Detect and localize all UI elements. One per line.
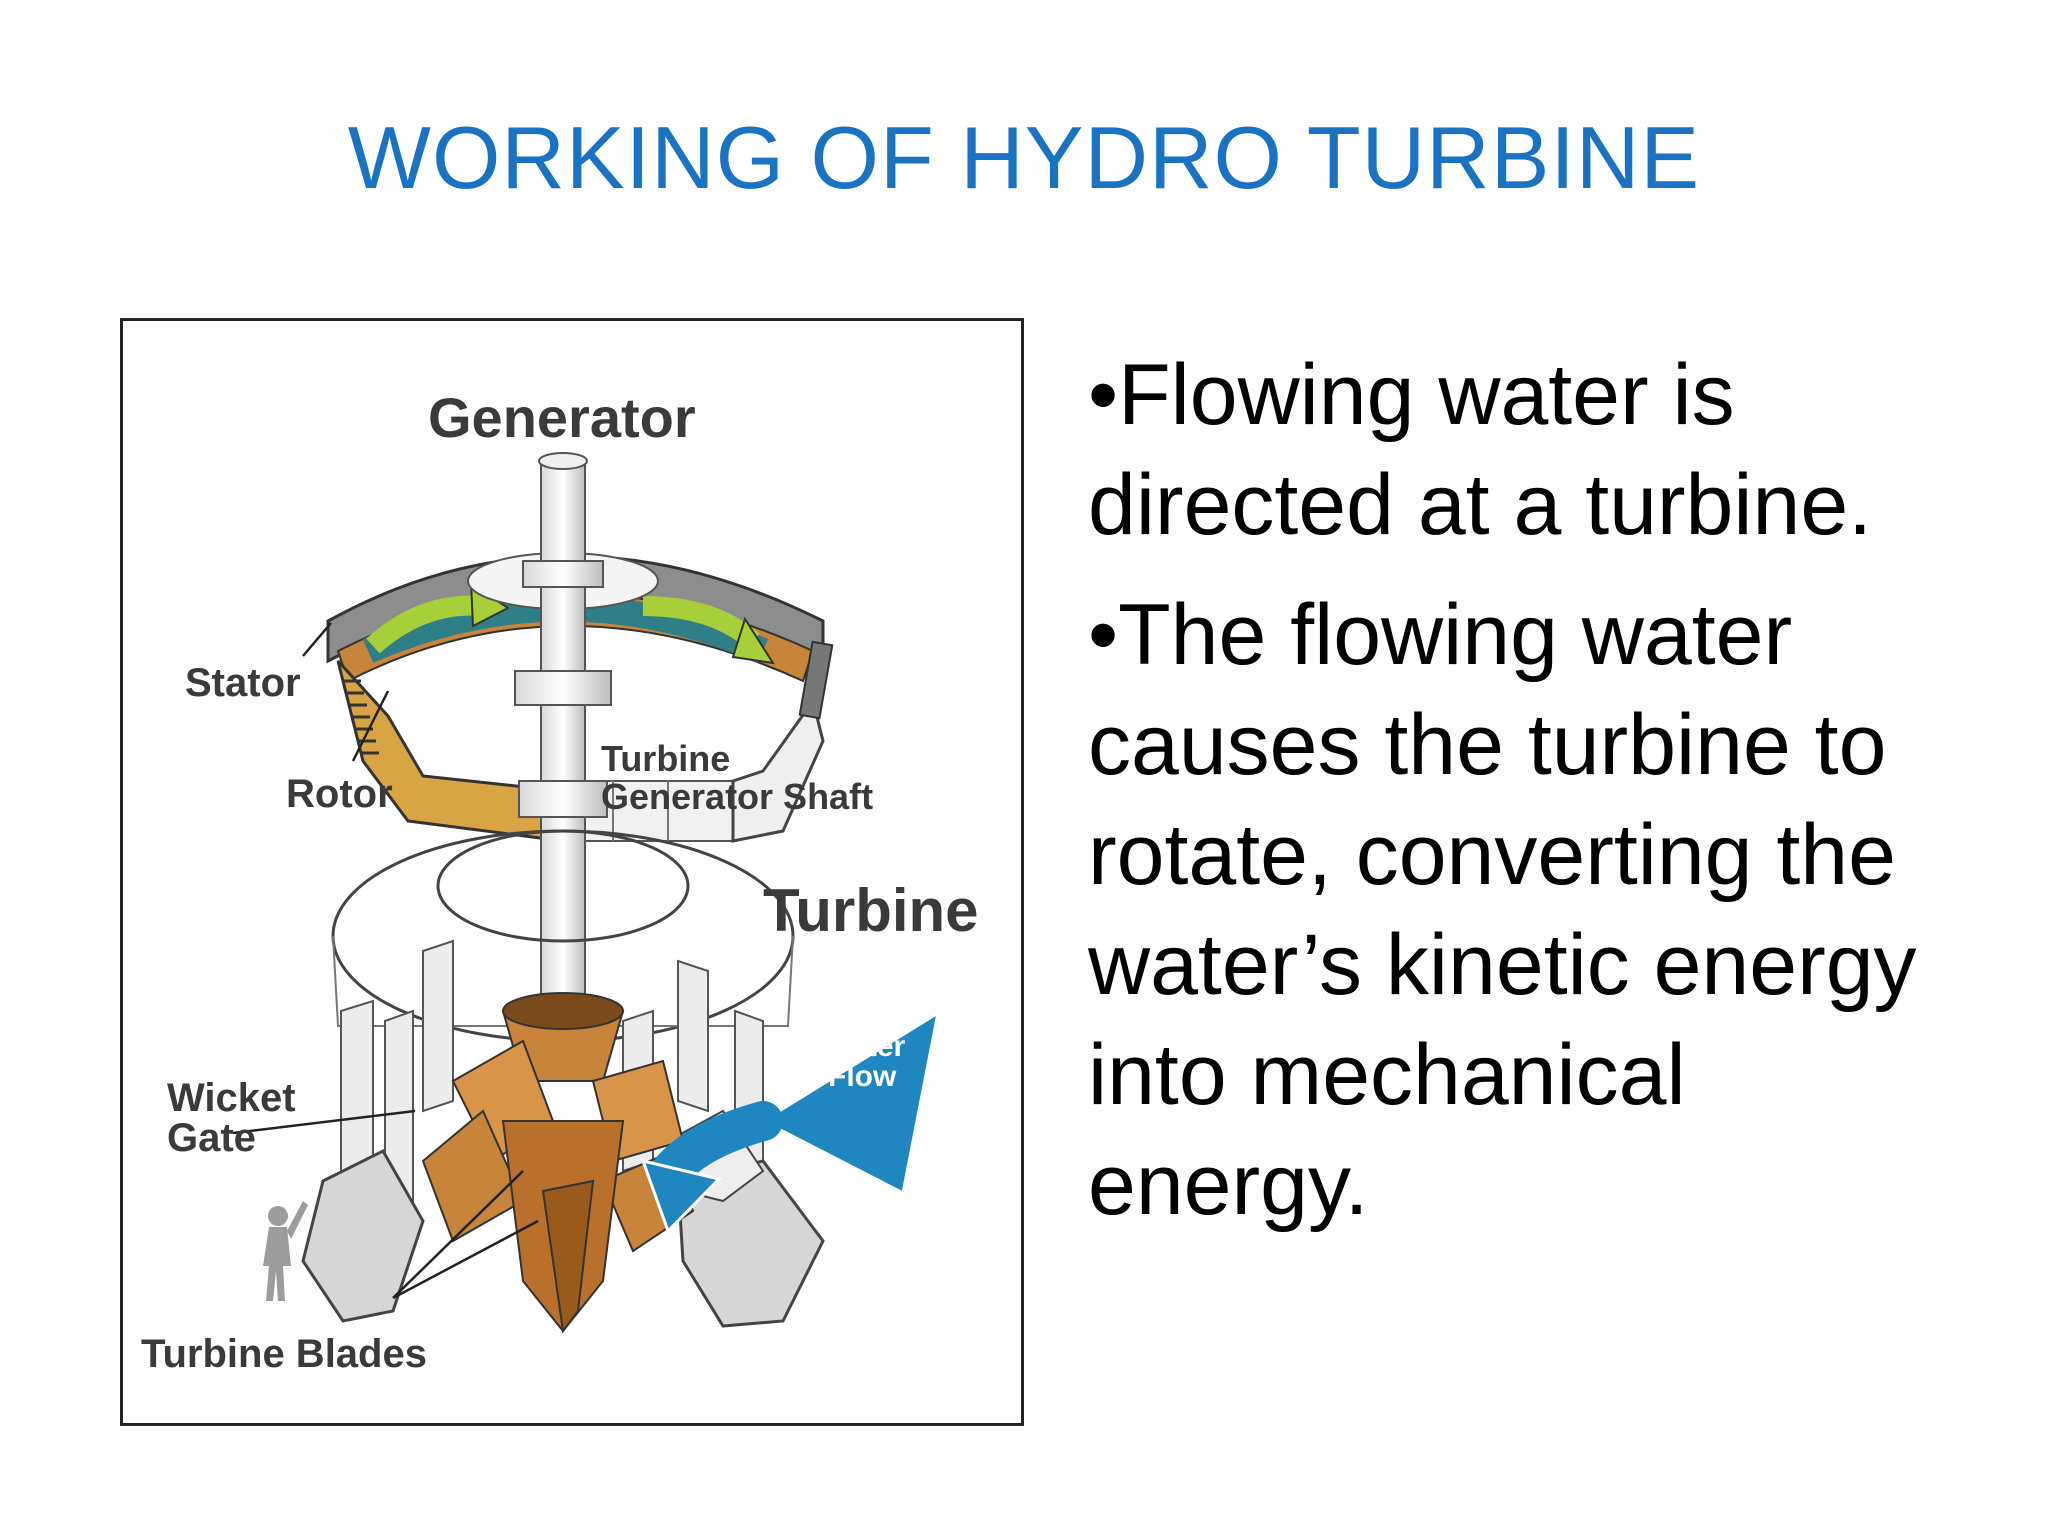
hydro-turbine-diagram: Generator Stator Rotor Turbine Generator… bbox=[120, 318, 1024, 1426]
slide-title: WORKING OF HYDRO TURBINE bbox=[347, 108, 1701, 207]
wicket-gate-label-line1: Wicket bbox=[167, 1076, 296, 1120]
leader-lines bbox=[232, 622, 539, 1300]
person-silhouette-icon bbox=[263, 1201, 308, 1301]
water-flow-label-line2: Flow bbox=[828, 1060, 897, 1093]
rotor-label: Rotor bbox=[286, 772, 393, 816]
generator-label: Generator bbox=[428, 386, 696, 449]
diagram-illustration: Generator Stator Rotor Turbine Generator… bbox=[141, 386, 979, 1376]
water-flow-arrow bbox=[640, 1009, 941, 1234]
shaft-label-line2: Generator Shaft bbox=[601, 776, 873, 817]
turbine-blades-label: Turbine Blades bbox=[141, 1332, 427, 1376]
bullet-item: •Flowing water is directed at a turbine. bbox=[1088, 347, 1873, 553]
bullet-item: •The flowing water causes the turbine to… bbox=[1088, 587, 1917, 1233]
shaft-label-line1: Turbine bbox=[601, 738, 730, 779]
turbine-label: Turbine bbox=[763, 877, 979, 944]
bullet-list: •Flowing water is directed at a turbine.… bbox=[1088, 340, 1988, 1260]
stator-label: Stator bbox=[185, 661, 301, 705]
turbine-generator-shaft bbox=[514, 452, 612, 1018]
wicket-gate-label-line2: Gate bbox=[167, 1116, 256, 1160]
water-flow-label-line1: Water bbox=[823, 1030, 906, 1063]
